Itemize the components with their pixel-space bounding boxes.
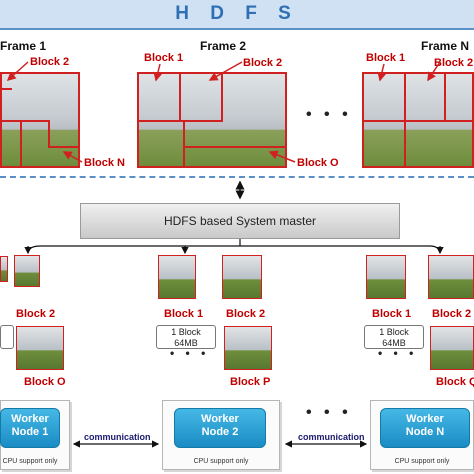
group-2-block-p-label: Block P (230, 376, 271, 388)
group-1-thumb-a (0, 256, 8, 282)
worker-node-2: Worker Node 2 (174, 408, 266, 448)
system-master-bar (80, 203, 400, 239)
frame-1-grid-line (20, 120, 22, 168)
frame-n-grid-line (362, 120, 474, 122)
group-2-thumb-block-p (224, 326, 272, 370)
frame-2-block-o-arrow (268, 150, 296, 163)
frame-n-grid-line (404, 72, 406, 168)
frame-2-block-1-label: Block 1 (144, 52, 184, 64)
frame-1-block-n-label: Block N (84, 157, 125, 169)
frame-2-grid-line (183, 120, 185, 168)
frame-n-block-2-label: Block 2 (434, 57, 474, 69)
frame-n-block-1-arrow (377, 63, 387, 82)
group-2-thumb-block-1 (158, 255, 196, 299)
frame-1-grid-line (48, 146, 78, 148)
group-2-info-box: 1 Block 64MB (156, 325, 216, 349)
worker-node-1: Worker Node 1 (0, 408, 60, 448)
worker-node-2-line2: Node 2 (201, 426, 239, 438)
worker-node-2-cpu-note: CPU support only (193, 458, 249, 465)
frame-2-grid-line (183, 146, 287, 148)
worker-node-1-line1: Worker (11, 413, 49, 425)
group-2-block-2-label: Block 2 (226, 308, 266, 320)
frame-2-block-2-label: Block 2 (243, 57, 283, 69)
worker-node-n-line2: Node N (405, 426, 445, 438)
group-3-block-1-label: Block 1 (372, 308, 412, 320)
group-2-info-count: 1 Block (171, 327, 201, 337)
group-1-info-box (0, 325, 14, 349)
worker-node-2-line1: Worker (201, 413, 239, 425)
group-2-block-1-label: Block 1 (164, 308, 204, 320)
worker-node-1-cpu-note: CPU support only (2, 458, 58, 465)
frame-2-grid-line (221, 72, 223, 120)
frame-1-grid-line (0, 88, 12, 90)
group-1-block-o-label: Block O (24, 376, 66, 388)
group-2-info-size: 64MB (174, 338, 198, 348)
master-fanout-line (27, 239, 441, 253)
group-3-info-box: 1 Block 64MB (364, 325, 424, 349)
worker-node-n: Worker Node N (380, 408, 470, 448)
group-2-thumb-block-2 (222, 255, 262, 299)
communication-label-2: communication (298, 432, 365, 442)
system-master-label: HDFS based System master (163, 214, 317, 228)
group-3-thumb-block-1 (366, 255, 406, 299)
frame-2-block-2-arrow (208, 61, 243, 81)
frame-n-block-2-arrow (427, 61, 441, 82)
frame-1-block-2-arrow (6, 61, 29, 82)
group-3-block-2-label: Block 2 (432, 308, 472, 320)
group-3-info-count: 1 Block (379, 327, 409, 337)
group-1-block-2-label: Block 2 (16, 308, 56, 320)
frame-n-label: Frame N (421, 39, 470, 53)
hdfs-separator-line (0, 176, 474, 178)
group-3-ellipsis: • • • (378, 346, 418, 360)
worker-node-n-cpu-note: CPU support only (394, 458, 450, 465)
frame-n-grid-line (444, 72, 446, 120)
frames-ellipsis: • • • (306, 106, 352, 123)
group-1-thumb-b (14, 255, 40, 287)
frame-2-grid-line (179, 72, 181, 122)
group-3-block-q-label: Block Q (436, 376, 474, 388)
frame-2-block-1-arrow (153, 63, 163, 82)
group-3-thumb-block-q (430, 326, 474, 370)
worker-node-n-line1: Worker (406, 413, 444, 425)
frame-2-block-o-label: Block O (297, 157, 339, 169)
communication-label-1: communication (84, 432, 151, 442)
hdfs-banner (0, 0, 474, 30)
worker-node-1-line2: Node 1 (11, 426, 49, 438)
frame-1-label: Frame 1 (0, 39, 47, 53)
hdfs-title: H D F S (175, 3, 299, 24)
frame-1-block-n-arrow (62, 151, 83, 163)
frame-1-grid-line (48, 120, 50, 148)
frame-2-label: Frame 2 (200, 39, 247, 53)
frame-1-block-2-label: Block 2 (30, 56, 70, 68)
nodes-ellipsis: • • • (306, 404, 352, 421)
group-2-ellipsis: • • • (170, 346, 210, 360)
group-3-info-size: 64MB (382, 338, 406, 348)
group-1-thumb-c (16, 326, 64, 370)
frame-1-grid-line (0, 120, 50, 122)
frame-n-block-1-label: Block 1 (366, 52, 406, 64)
